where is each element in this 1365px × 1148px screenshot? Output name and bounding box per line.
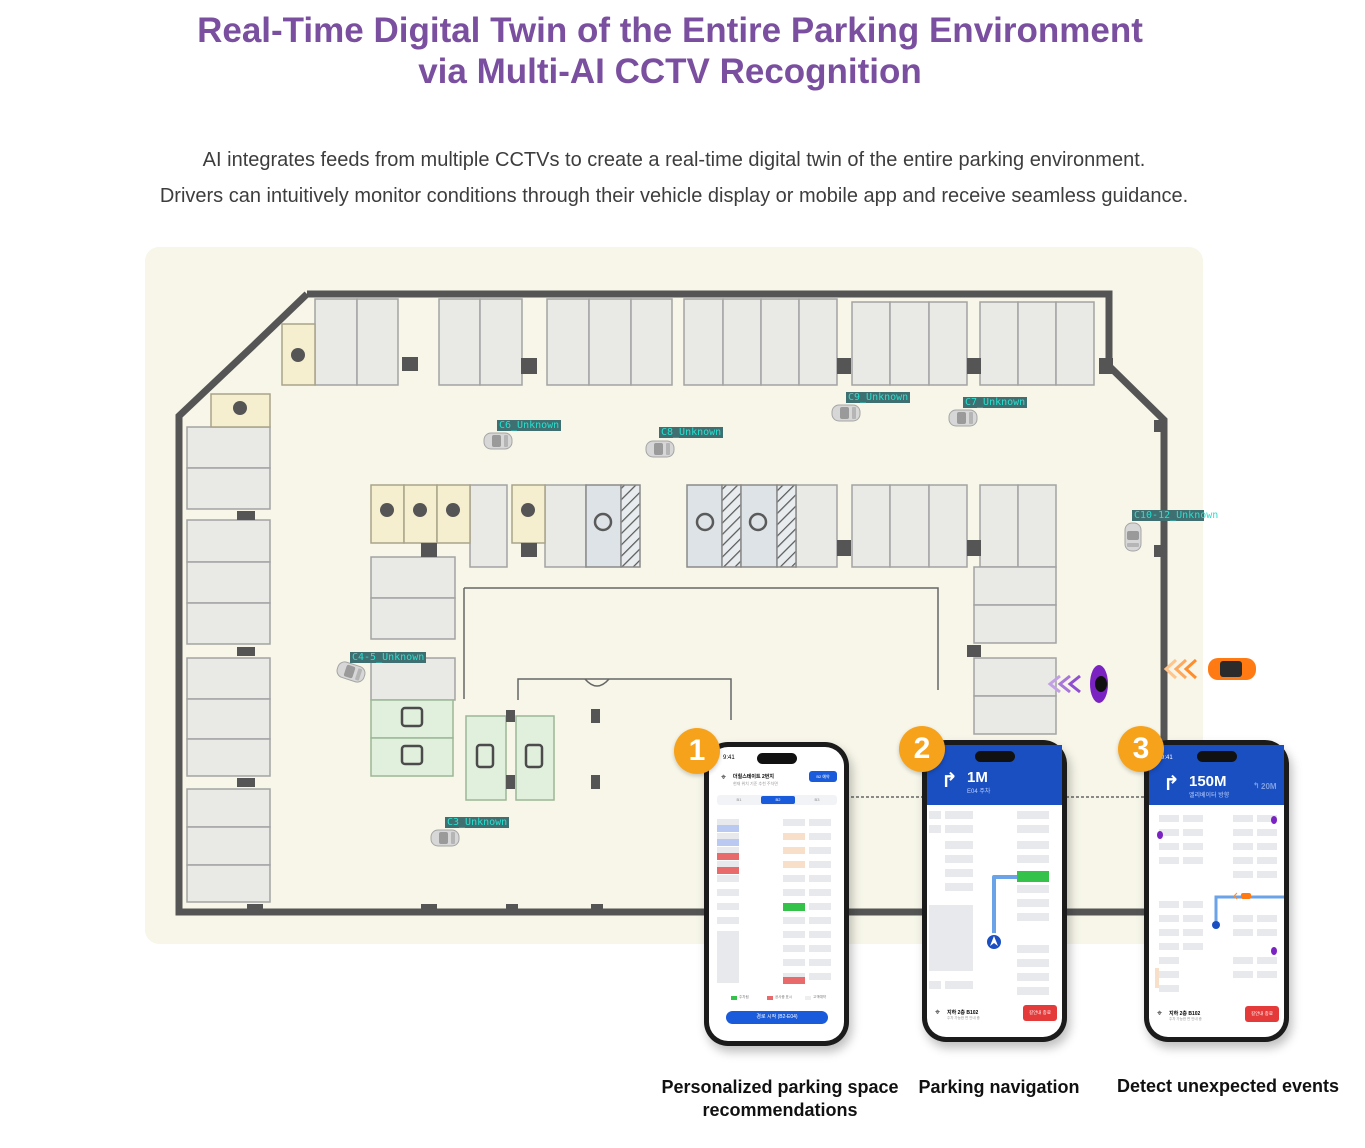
dynamic-island [974, 751, 1015, 762]
navigation-map [929, 811, 1049, 995]
location-name: 더힐스테이트 2번지 [733, 774, 774, 780]
page-title: Real-Time Digital Twin of the Entire Par… [0, 10, 1340, 92]
caption-navigation: Parking navigation [918, 1077, 1080, 1097]
mini-floor-map [717, 819, 831, 984]
moving-vehicle-icons [1047, 658, 1256, 703]
camera-label-c3: C3_Unknown [445, 817, 510, 828]
legend-customer: 고객예약 [813, 995, 826, 999]
destination: 지하 2층 B102 [1169, 1011, 1201, 1017]
destination-sub: 주차 가능한 면 안내 중 [1169, 1017, 1202, 1021]
destination-sub: 주차 가능한 면 안내 중 [947, 1016, 980, 1020]
camera-label-c4-5: C4-5_Unknown [350, 652, 427, 663]
navigation-header: ↱ 1M E04 주차 [927, 745, 1062, 805]
legend-available-swatch [731, 996, 737, 1000]
subtitle-line-1: AI integrates feeds from multiple CCTVs … [202, 149, 1146, 171]
location-pin-icon: ⌖ [721, 772, 727, 782]
title-line-2: via Multi-AI CCTV Recognition [418, 52, 922, 91]
phone-navigation: ↱ 1M E04 주차 ⌖ 지하 2층 B102 주차 가능한 면 안내 중 길… [922, 740, 1067, 1042]
caption-unexpected-events: Detect unexpected events [1116, 1076, 1340, 1096]
end-navigation-button[interactable]: 길안내 종료 [1245, 1006, 1279, 1022]
location-pin-icon: ⌖ [935, 1007, 941, 1017]
next-turn-icon: ↰ [1253, 781, 1260, 790]
phone-screen: 9:41 ⌖ 더힐스테이트 2번지 현재 위치 기준 추천 주차면 B2 예약 … [709, 747, 844, 1041]
distance-sub: E04 주차 [967, 789, 991, 795]
caption-recommendations: Personalized parking space recommendatio… [640, 1076, 920, 1122]
tab-b3[interactable]: B3 [814, 797, 820, 802]
turn-right-icon: ↱ [1163, 773, 1180, 795]
parked-car-icons [233, 348, 535, 517]
step-badge-1: 1 [674, 728, 720, 774]
status-time: 9:41 [723, 755, 735, 761]
distance: 1M [967, 769, 988, 786]
step-badge-2: 2 [899, 726, 945, 772]
destination: 지하 2층 B102 [947, 1010, 979, 1016]
subtitle-line-2: Drivers can intuitively monitor conditio… [159, 185, 1189, 207]
navigation-header: 9:41 ↱ 150M 엘리베이터 방향 ↰ 20M [1149, 745, 1284, 805]
page-subtitle: AI integrates feeds from multiple CCTVs … [0, 142, 1348, 214]
reserve-button[interactable]: B2 예약 [809, 771, 837, 782]
phone-recommendations: 9:41 ⌖ 더힐스테이트 2번지 현재 위치 기준 추천 주차면 B2 예약 … [704, 742, 849, 1046]
title-line-1: Real-Time Digital Twin of the Entire Par… [197, 11, 1143, 50]
tab-b2[interactable]: B2 [761, 796, 795, 804]
step-badge-3: 3 [1118, 726, 1164, 772]
legend-customer-swatch [805, 996, 811, 1000]
legend-construction: 공사중 표시 [775, 995, 793, 999]
start-route-button[interactable]: 경로 시작 (B2-E04) [726, 1011, 828, 1024]
floor-tabs: B1 B2 B3 [717, 795, 837, 805]
camera-label-c9: C9_Unknown [846, 392, 911, 403]
wheelchair-icons [593, 512, 768, 532]
distance-sub: 엘리베이터 방향 [1189, 793, 1230, 799]
caption-line-1: Personalized parking space [661, 1077, 899, 1097]
tab-b1[interactable]: B1 [736, 797, 742, 802]
phone-unexpected-events: 9:41 ↱ 150M 엘리베이터 방향 ↰ 20M [1144, 740, 1289, 1042]
event-map [1155, 815, 1284, 992]
next-distance: 20M [1261, 782, 1277, 791]
caption-line-2: recommendations [702, 1100, 858, 1120]
location-sub: 현재 위치 기준 추천 주차면 [733, 781, 778, 786]
location-pin-icon: ⌖ [1157, 1008, 1163, 1018]
camera-label-c7: C7_Unknown [963, 397, 1028, 408]
dynamic-island [756, 753, 797, 764]
camera-label-c6: C6_Unknown [497, 420, 562, 431]
camera-label-c10-12: C10-12_Unknown [1132, 510, 1219, 521]
status-time: 9:41 [1161, 755, 1173, 761]
phone-screen: ↱ 1M E04 주차 ⌖ 지하 2층 B102 주차 가능한 면 안내 중 길… [927, 745, 1062, 1037]
phone-screen: 9:41 ↱ 150M 엘리베이터 방향 ↰ 20M [1149, 745, 1284, 1037]
turn-right-icon: ↱ [941, 770, 958, 792]
end-navigation-button[interactable]: 길안내 종료 [1023, 1005, 1057, 1021]
dynamic-island [1196, 751, 1237, 762]
ev-charger-icons [400, 706, 544, 769]
legend-reserved-swatch [767, 996, 773, 1000]
camera-label-c8: C8_Unknown [659, 427, 724, 438]
distance: 150M [1189, 773, 1227, 790]
legend-parked: 주차됨 [739, 995, 749, 999]
